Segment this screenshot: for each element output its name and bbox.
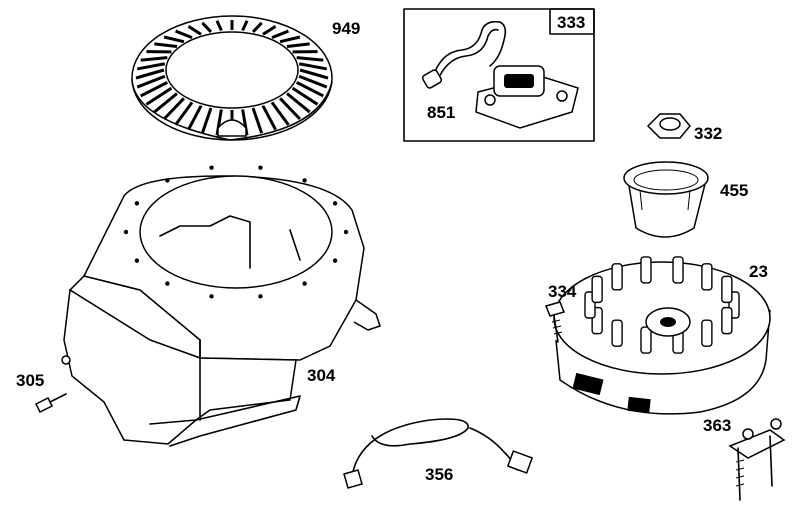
callout-304: 304 — [307, 367, 335, 384]
callout-363: 363 — [703, 417, 731, 434]
part-949-starter-screen — [132, 16, 332, 140]
callout-334: 334 — [548, 283, 576, 300]
part-332-nut — [648, 114, 690, 138]
callout-332: 332 — [694, 125, 722, 142]
callout-305: 305 — [16, 372, 44, 389]
part-363-terminal — [730, 419, 784, 500]
part-304-blower-housing — [62, 165, 380, 446]
callout-851: 851 — [427, 104, 455, 121]
callout-949: 949 — [332, 20, 360, 37]
callout-356: 356 — [425, 466, 453, 483]
part-455-starter-cup — [624, 162, 708, 237]
callout-23: 23 — [749, 263, 768, 280]
part-305-screw — [36, 394, 66, 412]
callout-455: 455 — [720, 182, 748, 199]
callout-333: 333 — [557, 14, 585, 31]
part-23-flywheel — [554, 257, 770, 414]
